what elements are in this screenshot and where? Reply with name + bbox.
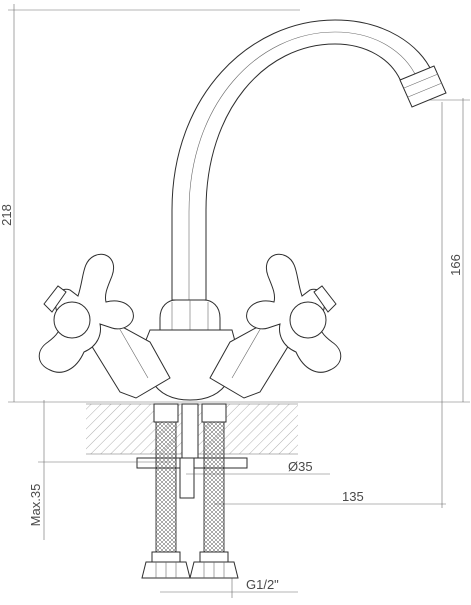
- mounting-stud: [181, 403, 199, 459]
- right-cross-handle: [246, 253, 342, 373]
- left-supply-hose: [141, 403, 191, 579]
- dimension-max35: Max.35: [28, 400, 170, 540]
- dimension-166: 166: [425, 98, 470, 402]
- right-supply-hose: [189, 403, 239, 579]
- overall-height-label: 218: [0, 204, 14, 226]
- max-thickness-label: Max.35: [28, 484, 43, 527]
- dimension-thread: G1/2": [160, 576, 298, 598]
- spout-reach-label: 135: [342, 489, 364, 504]
- mounting-plate: [136, 457, 248, 499]
- left-cross-handle: [38, 253, 134, 373]
- dimension-135: 135: [214, 102, 446, 508]
- aerator: [399, 65, 447, 108]
- spout-height-label: 166: [448, 254, 463, 276]
- spout-collar: [159, 299, 221, 331]
- dimension-218: 218: [0, 4, 470, 403]
- thread-label: G1/2": [246, 577, 279, 592]
- mounting-hole-label: Ø35: [288, 459, 313, 474]
- gooseneck-spout: [171, 19, 447, 301]
